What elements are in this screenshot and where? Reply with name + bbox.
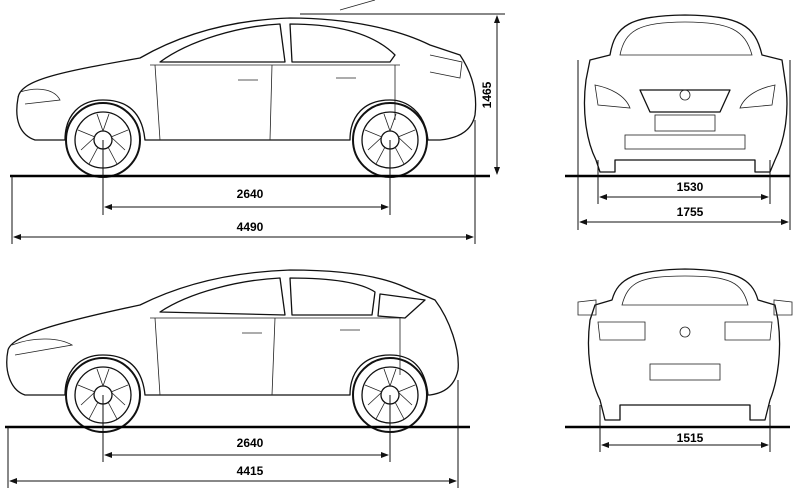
hatch-track-label: 1515 [677,431,704,445]
hatch-length-label: 4415 [237,464,264,478]
sedan-front-view: 1530 1755 [565,14,791,230]
sedan-height-label: 1465 [480,81,494,108]
sedan-side-view: 2640 4490 1465 [10,0,505,244]
sedan-track-label: 1530 [677,180,704,194]
sedan-length-label: 4490 [237,220,264,234]
hatch-wheelbase-label: 2640 [237,436,264,450]
sedan-wheelbase-label: 2640 [237,187,264,201]
sedan-width-label: 1755 [677,205,704,219]
hatchback-side-view: 2640 4415 [5,269,470,488]
hatchback-rear-view: 1515 [565,268,793,452]
